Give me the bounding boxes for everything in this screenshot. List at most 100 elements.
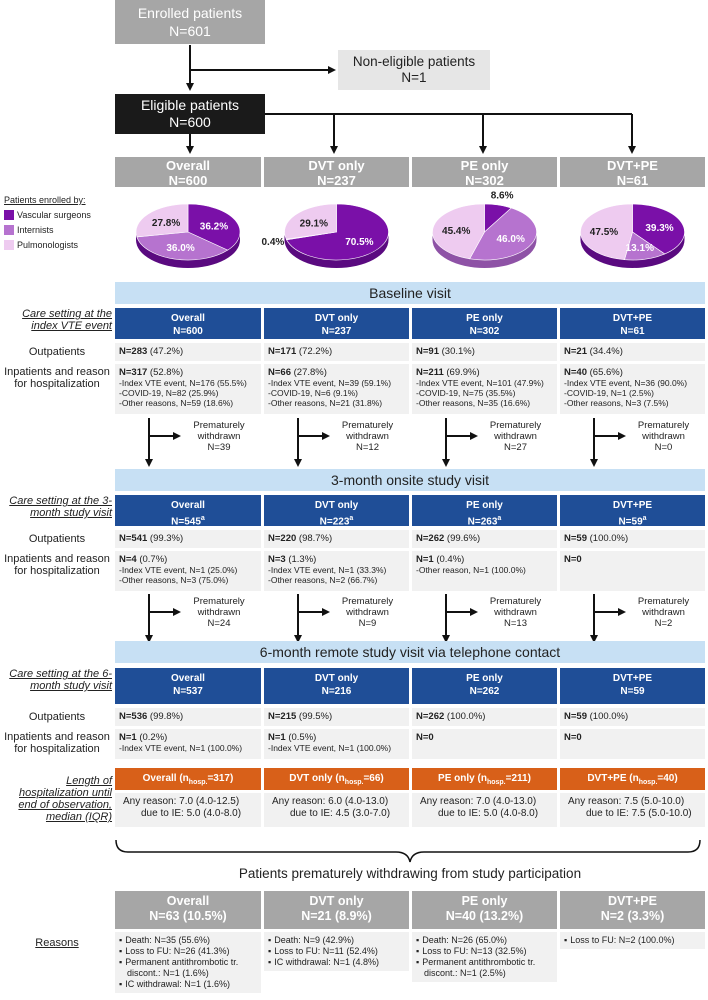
percent: (65.6%)	[586, 367, 623, 378]
pie-dvt-only: 70.5%0.4%29.1%	[261, 203, 389, 268]
head-n: N=545a	[115, 512, 261, 528]
head-n: N=223a	[264, 512, 409, 528]
percent: (0.7%)	[136, 554, 168, 565]
pie-slice-label: 27.8%	[152, 218, 180, 229]
withdrawn-label: withdrawn	[494, 607, 537, 618]
withdrawing-name: PE only	[461, 894, 508, 908]
los-head-name: DVT+PE (n	[587, 773, 639, 784]
los-head-name: DVT only (n	[289, 773, 345, 784]
head-n: N=61	[560, 325, 705, 338]
group-dvt-pe: DVT+PE N=61	[560, 157, 705, 188]
withdrawn-n: N=0	[654, 442, 673, 453]
los-head-n: =66)	[363, 773, 384, 784]
m3-outpatients-overall: N=541 (99.3%)	[115, 530, 261, 548]
count: N=220	[268, 533, 297, 544]
withdrawn-n: N=24	[207, 618, 231, 629]
head-name: PE only	[466, 500, 503, 511]
los-head-dvt-pe: DVT+PE (nhosp.=40)	[560, 768, 705, 790]
legend: Patients enrolled by: Vascular surgeons …	[4, 195, 116, 250]
los-values-dvt-only: Any reason: 6.0 (4.0-13.0)due to IE: 4.5…	[264, 793, 409, 827]
group-n: N=302	[465, 173, 504, 188]
head-n-value: N=59	[618, 516, 643, 528]
eligible-box: Eligible patients N=600	[115, 94, 265, 134]
count: N=66	[268, 367, 291, 378]
m6-inpatients-label: Inpatients and reason for hospitalizatio…	[4, 731, 110, 755]
count: N=215	[268, 711, 297, 722]
los-any-reason: Any reason: 7.0 (4.0-12.5)	[123, 796, 240, 807]
head-n: N=59	[560, 685, 705, 698]
withdrawn-label: withdrawn	[346, 607, 389, 618]
legend-swatch-pulmonologists	[4, 240, 14, 250]
los-head-n: =211)	[505, 773, 531, 784]
inpatients-count: N=1 (0.4%)	[416, 554, 553, 565]
pie-slice-label: 70.5%	[345, 237, 373, 248]
enrolled-title: Enrolled patients	[137, 5, 243, 21]
head-n-value: N=263	[467, 516, 498, 528]
percent: (34.4%)	[586, 346, 623, 357]
reason-line: -Other reasons, N=35 (16.6%)	[416, 398, 531, 408]
los-values-pe-only: Any reason: 7.0 (4.0-13.0)due to IE: 5.0…	[412, 793, 557, 827]
head-name: Overall	[171, 673, 205, 684]
withdrawing-n: N=2 (3.3%)	[600, 909, 665, 923]
count: N=262	[416, 533, 445, 544]
reason-item: Loss to FU: N=13 (32.5%)	[416, 946, 553, 957]
head-name: DVT+PE	[612, 673, 653, 684]
withdrawn-n: N=9	[358, 618, 377, 629]
legend-title: Patients enrolled by:	[4, 195, 86, 205]
enrolled-n: N=601	[169, 23, 211, 39]
m3-outpatients-dvt-only: N=220 (98.7%)	[264, 530, 409, 548]
legend-label: Internists	[17, 225, 54, 235]
withdrawing-n: N=21 (8.9%)	[301, 909, 372, 923]
los-head-name: Overall (n	[142, 773, 189, 784]
pie-slice	[432, 203, 485, 260]
reason-line: -Other reasons, N=59 (18.6%)	[119, 398, 234, 408]
count: N=4	[119, 554, 137, 565]
eligible-n: N=600	[169, 114, 211, 130]
withdrawn-label: withdrawn	[197, 431, 241, 442]
percent: (100.0%)	[586, 533, 629, 544]
count: N=1	[268, 732, 286, 743]
reason-item: IC withdrawal: N=1 (1.6%)	[119, 979, 257, 990]
head-n-value: N=600	[173, 326, 203, 337]
pie-slice-label: 8.6%	[491, 190, 514, 201]
head-name: Overall	[171, 313, 205, 324]
group-n: N=600	[168, 173, 208, 188]
head-name: PE only	[466, 673, 503, 684]
head-footnote: a	[349, 515, 354, 522]
percent: (69.9%)	[443, 367, 480, 378]
pie-slice-label: 39.3%	[645, 223, 673, 234]
legend-item-pulmonologists: Pulmonologists	[4, 240, 116, 250]
legend-swatch-internists	[4, 225, 14, 235]
pie-slice	[469, 207, 537, 261]
baseline-band: Baseline visit	[115, 282, 705, 304]
reason-line: -Index VTE event, N=36 (90.0%)	[564, 378, 688, 388]
head-n: N=59a	[560, 512, 705, 528]
group-name: PE only	[460, 158, 509, 173]
los-head-n: =40)	[657, 773, 678, 784]
head-n: N=537	[115, 685, 261, 698]
count: N=1	[119, 732, 137, 743]
los-due-ie: due to IE: 5.0 (4.0-8.0)	[141, 808, 242, 819]
los-any-reason: Any reason: 6.0 (4.0-13.0)	[272, 796, 389, 807]
head-n: N=216	[264, 685, 409, 698]
noneligible-title: Non-eligible patients	[352, 54, 476, 69]
withdrawn-label: withdrawn	[346, 431, 389, 442]
group-name: DVT+PE	[607, 158, 658, 173]
reason-line: -Other reasons, N=3 (75.0%)	[119, 575, 229, 585]
los-section-label: Length of hospitalization until end of o…	[18, 775, 112, 823]
reason-item: Permanent antithrombotic tr. discont.: N…	[416, 957, 553, 979]
reason-item: Loss to FU: N=11 (52.4%)	[268, 946, 405, 957]
pie-slice-label: 47.5%	[590, 227, 618, 238]
head-name: DVT only	[314, 500, 359, 511]
count: N=541	[119, 533, 148, 544]
reason-line: -Index VTE event, N=101 (47.9%)	[416, 378, 544, 388]
los-any-reason: Any reason: 7.0 (4.0-13.0)	[420, 796, 537, 807]
count: N=91	[416, 346, 439, 357]
m6-outpatients-dvt-pe: N=59 (100.0%)	[560, 708, 705, 726]
